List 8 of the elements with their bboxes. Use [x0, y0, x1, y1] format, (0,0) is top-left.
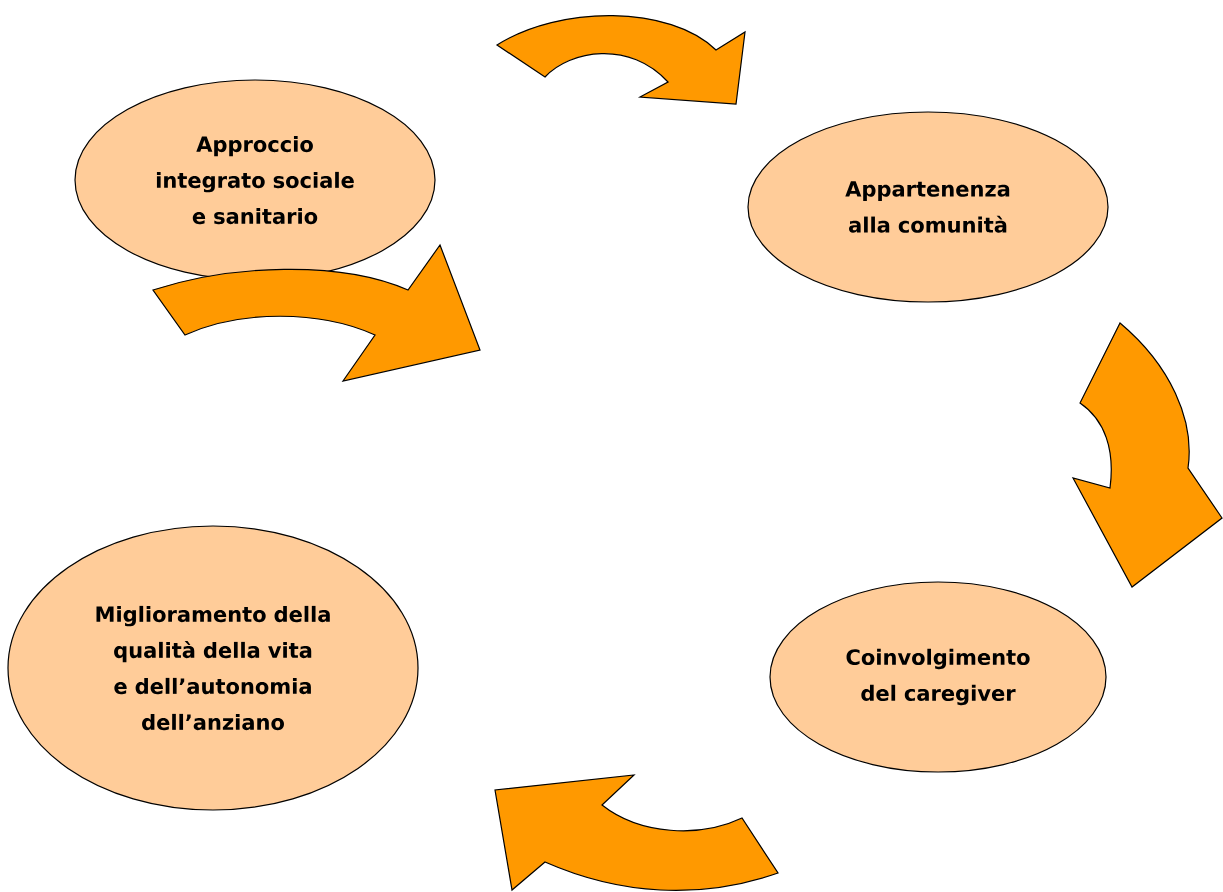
- ellipse-node: Coinvolgimento del caregiver: [769, 581, 1107, 773]
- curved-arrow: [494, 774, 779, 891]
- curved-arrow: [1072, 322, 1223, 588]
- curved-arrow: [152, 244, 481, 382]
- ellipse-node: Miglioramento della qualità della vita e dell’autonomia dell’anziano: [7, 525, 419, 811]
- ellipse-node: Appartenenza alla comunità: [747, 111, 1109, 303]
- curved-arrow: [496, 15, 746, 105]
- ellipse-node: Approccio integrato sociale e sanitario: [74, 79, 436, 281]
